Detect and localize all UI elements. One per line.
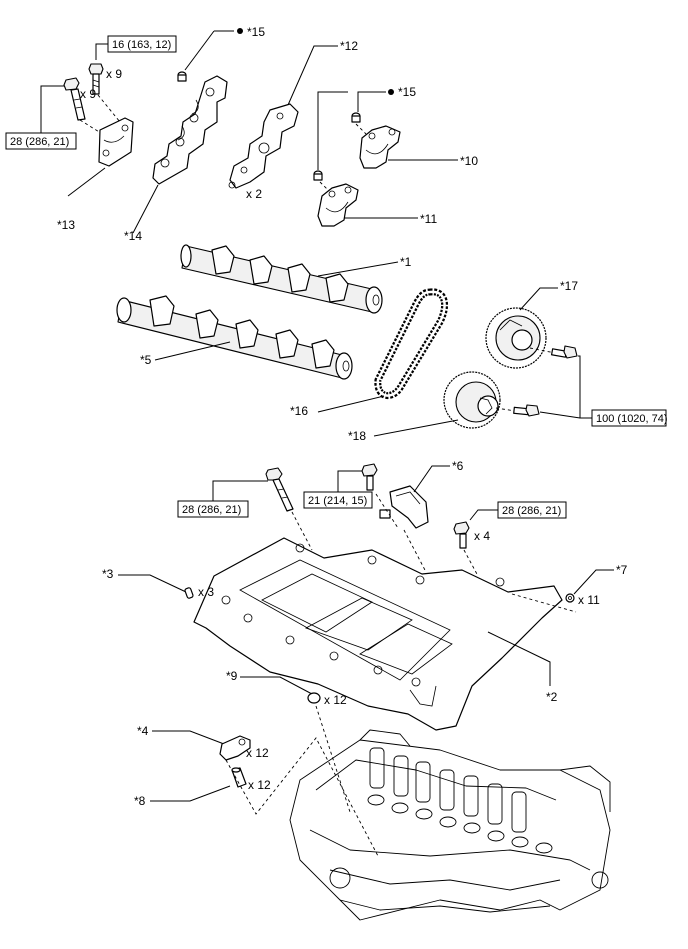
callout-label: *4 — [137, 724, 149, 738]
torque-box-cap-bolt: 16 (163, 12) — [95, 35, 177, 60]
torque-label: 100 (1020, 74) — [596, 413, 668, 425]
camshaft-1 — [180, 244, 383, 314]
rocker-arm-4 — [219, 735, 251, 761]
torque-label: 28 (286, 21) — [502, 505, 561, 517]
qty-label: x 12 — [246, 746, 269, 760]
lash-adjuster-8 — [231, 767, 247, 788]
chain-guide-6 — [379, 485, 429, 529]
camshaft-5 — [116, 295, 353, 380]
callout-label: *14 — [124, 229, 142, 243]
bearing-cap-12 — [228, 103, 299, 189]
dowel-pin — [313, 170, 323, 181]
qty-label: x 12 — [324, 693, 347, 707]
callout-label: *15 — [398, 85, 416, 99]
callout-label: *18 — [348, 429, 366, 443]
torque-box-sprocket-bolt: 100 (1020, 74) — [539, 355, 668, 427]
callout-label: *6 — [452, 459, 464, 473]
torque-label: 21 (214, 15) — [308, 495, 367, 507]
callout-label: *12 — [340, 39, 358, 53]
timing-chain-16 — [374, 288, 449, 399]
dowel-pin — [177, 71, 187, 82]
qty-label: x 3 — [198, 585, 214, 599]
sprocket-bolt-lower — [513, 404, 540, 417]
callout-label: *11 — [420, 212, 437, 226]
bolt-cap-small — [88, 63, 104, 95]
bullet-marker — [237, 28, 243, 34]
frame-bolt-long — [265, 467, 294, 512]
frame-bolt-short — [361, 463, 378, 491]
torque-box-frame-bolt-right: 28 (286, 21) — [469, 501, 567, 521]
camshaft-timing-gear-17 — [485, 307, 547, 369]
bolt-long — [63, 77, 86, 121]
qty-label: x 9 — [80, 87, 96, 101]
frame-bolt-right — [453, 521, 470, 549]
cylinder-head-assembly — [289, 729, 611, 921]
bearing-cap-10 — [359, 125, 401, 169]
qty-label: x 12 — [248, 778, 271, 792]
callout-label: *9 — [226, 669, 238, 683]
torque-label: 16 (163, 12) — [112, 39, 171, 51]
torque-label: 28 (286, 21) — [182, 504, 241, 516]
torque-box-frame-bolt-left: 28 (286, 21) — [177, 480, 268, 518]
torque-box-frame-bolt-mid: 21 (214, 15) — [303, 470, 373, 509]
qty-label: x 11 — [578, 593, 600, 607]
callout-label: *16 — [290, 404, 308, 418]
dowel-pin-3 — [184, 587, 194, 599]
torque-box-long-bolt: 28 (286, 21) — [5, 85, 77, 150]
o-ring-9 — [307, 692, 321, 704]
torque-label: 28 (286, 21) — [10, 136, 69, 148]
callout-label: *3 — [102, 567, 114, 581]
bearing-cap-11 — [317, 183, 359, 227]
bearing-cap-13 — [98, 117, 134, 167]
sprocket-bolt-upper — [550, 345, 578, 359]
callout-label: *8 — [134, 794, 146, 808]
camshaft-housing-14 — [152, 75, 228, 185]
qty-label: x 2 — [246, 187, 262, 201]
dowel-pin — [351, 112, 361, 123]
qty-label: x 9 — [106, 67, 122, 81]
camshaft-housing-frame-2 — [193, 537, 563, 731]
callout-label: *1 — [400, 255, 412, 269]
callout-label: *15 — [247, 25, 265, 39]
callout-label: *10 — [460, 154, 478, 168]
qty-label: x 4 — [474, 529, 490, 543]
callout-label: *7 — [616, 563, 628, 577]
callout-label: *5 — [140, 353, 152, 367]
o-ring-7 — [565, 593, 575, 603]
callout-label: *17 — [560, 279, 578, 293]
bullet-marker — [388, 89, 394, 95]
camshaft-timing-gear-18 — [443, 371, 501, 429]
callout-label: *13 — [57, 218, 75, 232]
callout-label: *2 — [546, 690, 558, 704]
